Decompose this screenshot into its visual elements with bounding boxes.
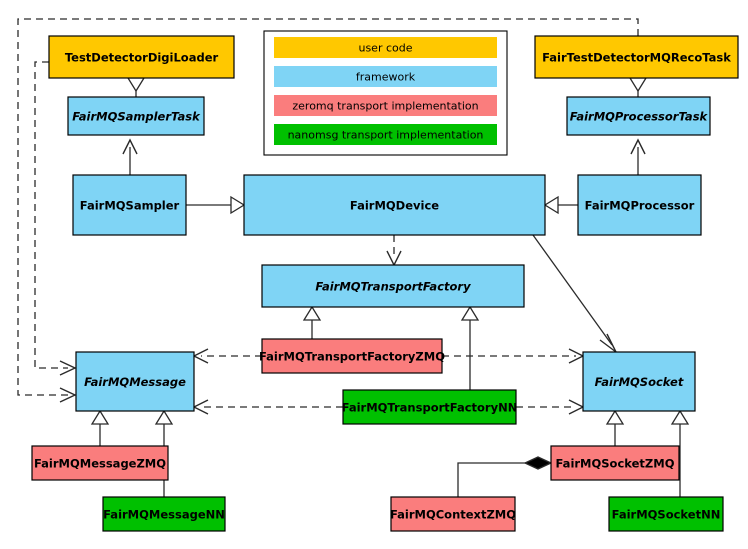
node-FairMQProcessor[interactable]: FairMQProcessor (577, 174, 702, 236)
edge-device-to-socket (532, 234, 617, 353)
node-label: FairMQSocketZMQ (556, 457, 675, 471)
node-FairMQTransportFactoryZMQ[interactable]: FairMQTransportFactoryZMQ (259, 338, 445, 374)
node-box[interactable] (342, 389, 517, 425)
legend-items: user code framework zeromq transport imple… (274, 37, 497, 145)
legend-swatch (274, 37, 497, 58)
node-label: FairMQSamplerTask (72, 110, 201, 124)
node-FairMQTransportFactory[interactable]: FairMQTransportFactory (261, 264, 525, 308)
edge-recotask-to-message (17, 18, 639, 403)
node-label: FairMQSocket (595, 375, 684, 389)
node-label: FairMQMessage (84, 375, 186, 389)
node-FairMQSocketNN[interactable]: FairMQSocketNN (608, 496, 724, 532)
edge-socketzmq-to-contextzmq (457, 456, 553, 497)
legend-swatch (274, 124, 497, 145)
node-label: FairMQProcessorTask (570, 110, 709, 124)
edge-processor-to-device (543, 195, 578, 215)
edge-messagezmq-to-message (90, 409, 110, 446)
legend-item-nanomsg: nanomsg transport implementation (274, 124, 497, 145)
edge-socketnn-to-socket (670, 409, 690, 497)
node-FairMQSocketZMQ[interactable]: FairMQSocketZMQ (550, 445, 680, 481)
legend-label: nanomsg transport implementation (288, 129, 484, 142)
edge-layer (17, 18, 690, 497)
node-FairMQSampler[interactable]: FairMQSampler (72, 174, 187, 236)
node-label: FairMQTransportFactoryNN (342, 401, 518, 415)
legend-label: framework (356, 71, 416, 84)
node-layer: TestDetectorDigiLoader FairTestDetectorMQ… (31, 35, 739, 532)
node-FairMQMessageNN[interactable]: FairMQMessageNN (102, 496, 226, 532)
node-box[interactable] (582, 351, 696, 412)
node-box[interactable] (102, 496, 226, 532)
legend-item-user_code: user code (274, 37, 497, 58)
node-FairMQSamplerTask[interactable]: FairMQSamplerTask (67, 96, 205, 136)
node-box[interactable] (243, 174, 546, 236)
node-label: FairMQContextZMQ (390, 508, 516, 522)
node-label: FairMQSocketNN (612, 508, 721, 522)
edge-processor-to-processortask (630, 138, 646, 175)
legend-label: zeromq transport implementation (292, 100, 478, 113)
node-box[interactable] (67, 96, 205, 136)
node-FairTestDetectorMQRecoTask[interactable]: FairTestDetectorMQRecoTask (534, 35, 739, 79)
legend-frame (263, 30, 508, 156)
node-FairMQDevice[interactable]: FairMQDevice (243, 174, 546, 236)
node-label: TestDetectorDigiLoader (65, 51, 219, 65)
edge-sampler-to-device (186, 195, 246, 215)
node-FairMQMessageZMQ[interactable]: FairMQMessageZMQ (31, 445, 169, 481)
node-FairMQContextZMQ[interactable]: FairMQContextZMQ (390, 496, 516, 532)
edge-transportfactoryzmq-to-socket (442, 348, 585, 364)
node-FairMQSocket[interactable]: FairMQSocket (582, 351, 696, 412)
node-box[interactable] (534, 35, 739, 79)
node-label: FairMQTransportFactory (315, 280, 471, 294)
edge-recotask-to-processortask (628, 77, 648, 97)
edge-transportfactoryzmq-to-transportfactory (302, 305, 322, 339)
edge-transportfactorynn-to-message (192, 399, 343, 415)
node-FairMQProcessorTask[interactable]: FairMQProcessorTask (566, 96, 711, 136)
legend-swatch (274, 66, 497, 87)
node-label: FairTestDetectorMQRecoTask (542, 51, 731, 65)
node-box[interactable] (261, 338, 443, 374)
node-label: FairMQTransportFactoryZMQ (259, 350, 445, 364)
legend-item-zeromq: zeromq transport implementation (274, 95, 497, 116)
node-box[interactable] (31, 445, 169, 481)
legend-item-framework: framework (274, 66, 497, 87)
edge-transportfactorynn-to-transportfactory (460, 305, 480, 390)
edge-transportfactorynn-to-socket (516, 399, 585, 415)
node-box[interactable] (390, 496, 516, 532)
edge-device-to-transportfactory (386, 235, 402, 267)
edge-digiloader-to-samplertask (126, 77, 146, 97)
node-label: FairMQProcessor (585, 199, 695, 213)
node-label: FairMQMessageNN (103, 508, 225, 522)
edge-socketzmq-to-socket (605, 409, 625, 446)
legend-label: user code (358, 42, 412, 55)
node-label: FairMQMessageZMQ (34, 457, 166, 471)
node-box[interactable] (75, 351, 195, 412)
edge-sampler-to-samplertask (122, 138, 138, 175)
node-box[interactable] (550, 445, 680, 481)
node-box[interactable] (577, 174, 702, 236)
node-FairMQMessage[interactable]: FairMQMessage (75, 351, 195, 412)
edge-transportfactoryzmq-to-message (192, 348, 262, 364)
node-label: FairMQDevice (350, 199, 439, 213)
node-box[interactable] (566, 96, 711, 136)
legend-swatch (274, 95, 497, 116)
node-TestDetectorDigiLoader[interactable]: TestDetectorDigiLoader (48, 35, 235, 79)
node-box[interactable] (608, 496, 724, 532)
edge-digiloader-to-message (34, 61, 77, 376)
node-label: FairMQSampler (80, 199, 180, 213)
node-box[interactable] (261, 264, 525, 308)
node-FairMQTransportFactoryNN[interactable]: FairMQTransportFactoryNN (342, 389, 518, 425)
node-box[interactable] (48, 35, 235, 79)
node-box[interactable] (72, 174, 187, 236)
legend-group: user code framework zeromq transport imple… (263, 30, 508, 156)
